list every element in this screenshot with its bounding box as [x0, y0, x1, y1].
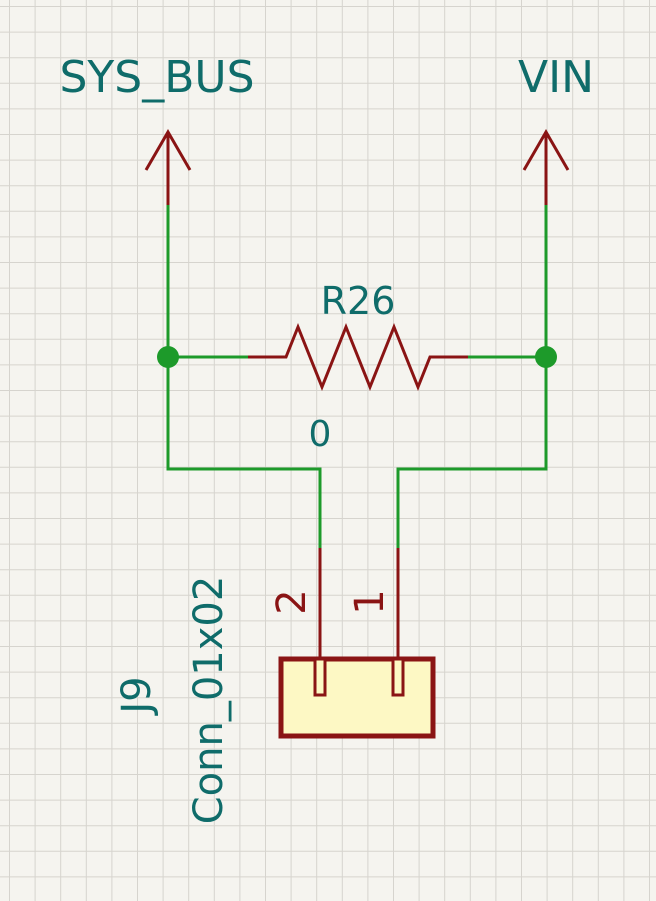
power-port-label-vin: VIN	[518, 52, 594, 103]
connector-reference: J9	[114, 676, 160, 716]
connector-pin-1-contact	[391, 657, 405, 697]
resistor-value: 0	[309, 414, 332, 455]
wire-vin-to-pin1[interactable]	[396, 467, 548, 550]
junction-dot-left	[157, 346, 179, 368]
resistor-reference: R26	[321, 279, 396, 323]
wires	[166, 203, 548, 550]
junction-dot-right	[535, 346, 557, 368]
resistor-zigzag-icon	[248, 322, 468, 392]
power-arrow-up-icon	[144, 129, 192, 205]
power-arrow-up-icon	[522, 129, 570, 205]
connector-body	[278, 656, 436, 739]
power-port-vin[interactable]: VIN	[518, 52, 594, 205]
resistor-r26[interactable]: R26 0	[248, 279, 468, 455]
connector-pin-1-number: 1	[347, 589, 393, 614]
connector-pin-2-number: 2	[269, 589, 315, 614]
wire-sysbus-to-pin2[interactable]	[166, 467, 322, 550]
connector-pin-2-contact	[313, 657, 327, 697]
power-port-sys-bus[interactable]: SYS_BUS	[59, 52, 255, 205]
power-port-label-sys-bus: SYS_BUS	[59, 52, 254, 103]
connector-j9[interactable]: 2 1 J9 Conn_01x02	[114, 548, 436, 825]
connector-value: Conn_01x02	[186, 576, 232, 825]
